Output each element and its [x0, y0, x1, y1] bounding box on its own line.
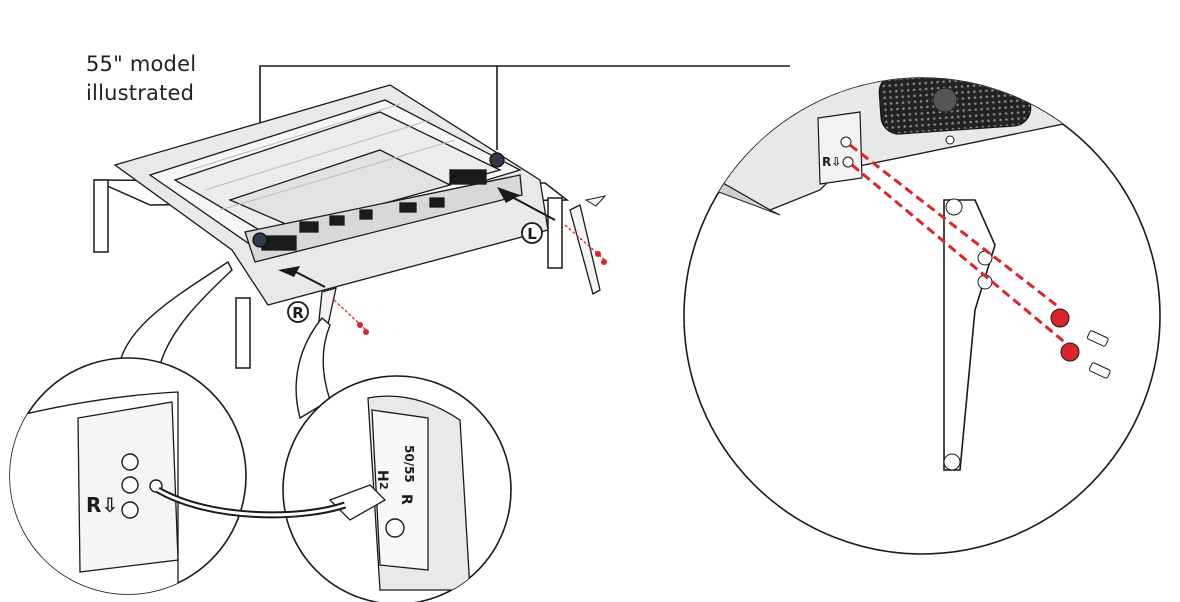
arrow-icon-right: [278, 266, 300, 277]
link-arrow: [156, 486, 347, 519]
left-marker: L: [527, 225, 537, 243]
left-leg-assembly: L: [497, 187, 607, 295]
caption-line-2: illustrated: [86, 81, 195, 105]
detail-leg-marking: 50/55 H 2 R: [282, 375, 512, 602]
leg-marking-h: H: [374, 470, 390, 482]
bracket-marking: R⇩: [822, 155, 841, 169]
leg-marking-num: 2: [377, 482, 390, 490]
caption-line-1: 55" model: [86, 52, 197, 76]
detail-bracket-closeup: R⇩: [683, 77, 1161, 555]
screw-icons: [1050, 308, 1111, 379]
mount-point-right: [252, 232, 268, 248]
tv-on-table: [93, 84, 570, 369]
detail-bracket-marking: R⇩: [9, 357, 247, 595]
tv-body: [113, 84, 549, 306]
mount-point-left: [489, 152, 505, 168]
model-caption: 55" model illustrated: [86, 50, 246, 108]
leg-marking-side: R: [398, 494, 414, 505]
right-marker: R: [292, 304, 304, 322]
arrow-icon-left: [497, 187, 520, 203]
zoom-tails: [117, 260, 331, 420]
leg-marking-model: 50/55: [402, 445, 416, 483]
bracket-marking-closeup: R⇩: [86, 493, 118, 517]
